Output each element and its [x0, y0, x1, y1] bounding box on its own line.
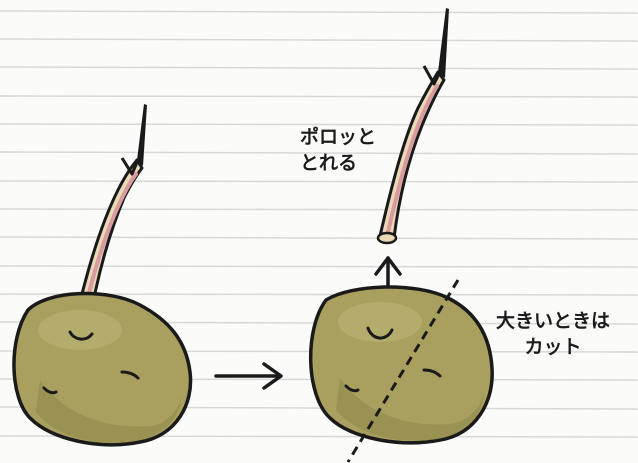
potato-cut [309, 285, 494, 445]
cut-line [346, 279, 460, 463]
sprout-note: ポロッと とれる [300, 124, 376, 176]
cut-note: 大きいときは カット [496, 308, 610, 360]
sprout-note-line-1: ポロッと [300, 126, 377, 148]
cut-note-line-1: 大きいときは [496, 310, 611, 332]
sprout-detached [376, 8, 449, 245]
potato-with-sprout [12, 104, 193, 447]
sprout-note-line-2: とれる [300, 152, 358, 174]
cut-note-line-2: カット [524, 336, 582, 358]
right-arrow-icon [214, 362, 283, 390]
